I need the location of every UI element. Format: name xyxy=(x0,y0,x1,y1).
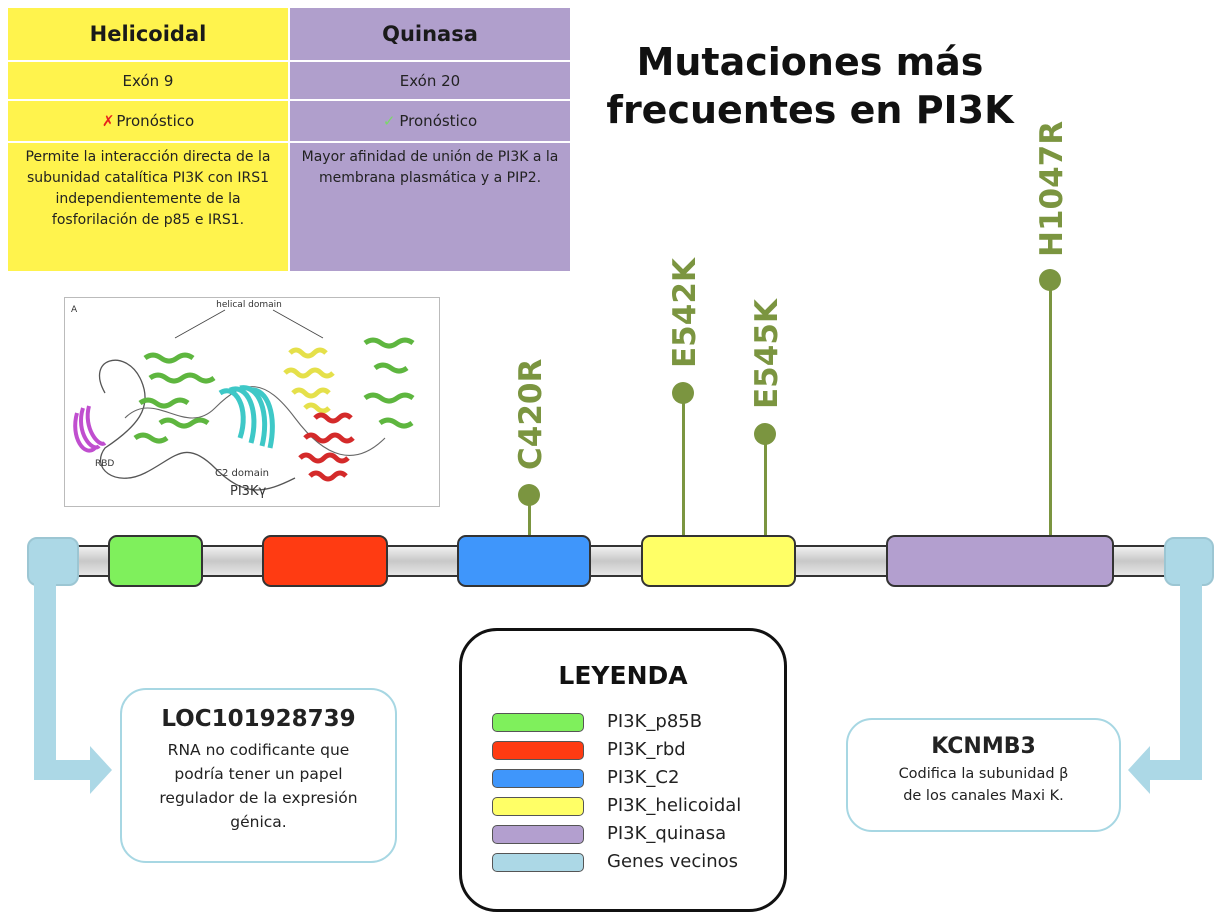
prognosis-label: Pronóstico xyxy=(399,112,478,130)
description-quinasa: Mayor afinidad de unión de PI3K a la mem… xyxy=(290,143,570,271)
domain-helicoidal xyxy=(641,535,796,587)
legend-swatch-rbd xyxy=(492,741,584,760)
legend-label-helicoidal: PI3K_helicoidal xyxy=(607,795,742,816)
structure-figure: A helical domain xyxy=(64,297,440,507)
left-gene-callout: LOC101928739 RNA no codificante que podr… xyxy=(120,688,397,863)
legend-swatch-quinasa xyxy=(492,825,584,844)
mutation-e545k-label: E545K xyxy=(749,299,785,409)
prognosis-label: Pronóstico xyxy=(116,112,195,130)
right-gene-name: KCNMB3 xyxy=(931,734,1036,759)
e545k-stick xyxy=(764,434,767,545)
domain-p85b xyxy=(108,535,203,587)
e542k-marker xyxy=(672,382,694,404)
e545k-marker xyxy=(754,423,776,445)
exon-helicoidal: Exón 9 xyxy=(8,62,288,99)
panel-letter: A xyxy=(71,305,78,315)
c2-domain-label: C2 domain xyxy=(215,468,269,479)
c420r-stick xyxy=(528,495,531,545)
legend-swatch-c2 xyxy=(492,769,584,788)
c420r-marker xyxy=(518,484,540,506)
right-gene-description: Codifica la subunidad β de los canales M… xyxy=(898,766,1069,804)
mutation-c420r-label: C420R xyxy=(513,358,549,470)
legend-swatch-p85b xyxy=(492,713,584,732)
diagram-title: Mutaciones más frecuentes en PI3K xyxy=(606,40,1014,132)
header-helicoidal: Helicoidal xyxy=(8,8,288,60)
helical-domain-label: helical domain xyxy=(216,300,282,310)
h1047r-marker xyxy=(1039,269,1061,291)
legend-label-p85b: PI3K_p85B xyxy=(607,711,703,732)
description-helicoidal: Permite la interacción directa de la sub… xyxy=(8,143,288,271)
legend-label-c2: PI3K_C2 xyxy=(607,767,680,788)
left-arrow xyxy=(34,580,112,794)
domain-c2 xyxy=(457,535,591,587)
domain-neighbor-gene-right xyxy=(1164,537,1214,586)
exon-quinasa: Exón 20 xyxy=(290,62,570,99)
callout-arrows xyxy=(34,580,1202,794)
legend-swatch-helicoidal xyxy=(492,797,584,816)
left-gene-description: RNA no codificante que podría tener un p… xyxy=(159,741,358,831)
legend-label-rbd: PI3K_rbd xyxy=(607,739,686,760)
domain-neighbor-gene-left xyxy=(27,537,79,586)
protein-label: PI3Kγ xyxy=(230,484,266,499)
prognosis-quinasa: ✓Pronóstico xyxy=(290,101,570,141)
mutation-h1047r-label: H1047R xyxy=(1034,120,1070,257)
protein-structure-illustration: A helical domain xyxy=(71,300,415,499)
legend: LEYENDA PI3K_p85B PI3K_rbd PI3K_C2 PI3K_… xyxy=(459,628,787,912)
e542k-stick xyxy=(682,393,685,545)
right-gene-callout: KCNMB3 Codifica la subunidad β de los ca… xyxy=(846,718,1121,832)
rbd-label: RBD xyxy=(95,459,114,469)
left-gene-name: LOC101928739 xyxy=(161,706,356,732)
header-quinasa: Quinasa xyxy=(290,8,570,60)
mutation-e542k-label: E542K xyxy=(667,258,703,368)
domain-rbd xyxy=(262,535,388,587)
legend-label-quinasa: PI3K_quinasa xyxy=(607,823,727,844)
legend-swatch-neighbor-genes xyxy=(492,853,584,872)
h1047r-stick xyxy=(1049,280,1052,545)
legend-title: LEYENDA xyxy=(558,661,688,690)
check-icon: ✓ xyxy=(382,112,396,130)
cross-icon: ✗ xyxy=(101,112,115,130)
prognosis-helicoidal: ✗Pronóstico xyxy=(8,101,288,141)
domain-quinasa xyxy=(886,535,1114,587)
right-arrow xyxy=(1128,580,1202,794)
legend-label-neighbor-genes: Genes vecinos xyxy=(607,851,739,872)
